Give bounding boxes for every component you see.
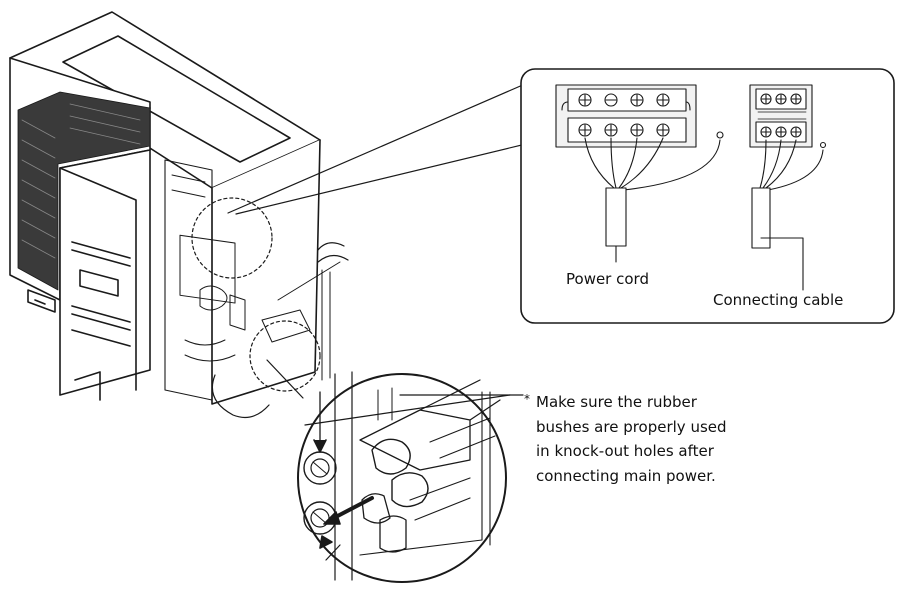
note-line: in knock-out holes after <box>536 442 714 460</box>
note-line: connecting main power. <box>536 466 716 485</box>
power-cord-label: Power cord <box>566 270 649 288</box>
connecting-terminal-block <box>749 84 827 291</box>
note-bullet: * <box>524 392 530 406</box>
terminal-detail-panel <box>520 68 895 324</box>
knockout-detail-circle <box>266 359 511 583</box>
fan-grille <box>17 91 151 291</box>
note-line: Make sure the rubber <box>536 393 697 411</box>
note-line: bushes are properly used <box>536 417 727 436</box>
power-terminal-block <box>555 84 724 263</box>
connecting-cable-label: Connecting cable <box>713 291 844 309</box>
installation-note: * Make sure the rubber bushes are proper… <box>524 390 758 488</box>
outdoor-unit <box>9 11 349 418</box>
